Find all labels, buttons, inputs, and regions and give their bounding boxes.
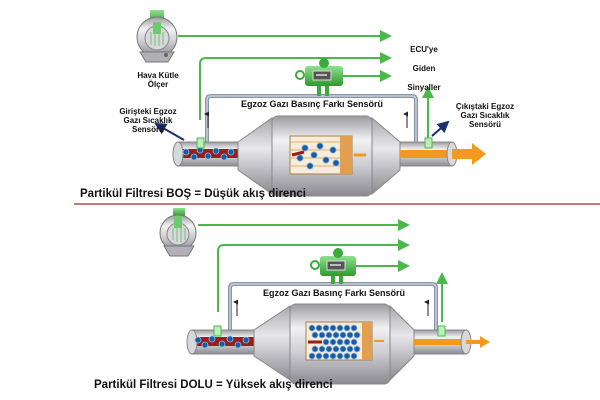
top-diagram xyxy=(136,10,486,197)
dp-sensor-label-top: Egzoz Gazı Basınç Farkı Sensörü xyxy=(240,99,384,109)
signal-lines xyxy=(178,30,434,138)
maf-label-line1: Hava Kütle xyxy=(137,71,179,80)
outlet-pipe-bottom xyxy=(413,325,490,355)
caption-full-filter: Partikül Filtresi DOLU = Yüksek akış dir… xyxy=(94,379,333,391)
caption-empty-filter: Partikül Filtresi BOŞ = Düşük akış diren… xyxy=(80,188,306,200)
dpf-body-empty xyxy=(237,115,401,197)
dp-sensor-icon-bottom xyxy=(310,248,356,284)
inlet-label-line3: Sensörü xyxy=(131,125,164,135)
inlet-pipe xyxy=(172,137,239,167)
inlet-label-pointer xyxy=(154,123,185,141)
dpf-body-full xyxy=(253,303,415,385)
exhaust-flow-arrow xyxy=(452,143,486,165)
outlet-label-pointer xyxy=(431,120,450,137)
outlet-pipe xyxy=(399,137,486,167)
inlet-temp-signal-line xyxy=(199,52,392,120)
ecu-signals-label: ECU'ye Giden Sinyaller xyxy=(396,40,452,97)
outlet-temp-sensor xyxy=(424,137,433,149)
exhaust-flow-arrow-small xyxy=(466,336,490,348)
outlet-label-line1: Çıkıştaki Egzoz xyxy=(455,102,515,111)
maf-label: Hava Kütle Ölçer xyxy=(128,71,188,89)
maf-sensor-icon-bottom xyxy=(159,208,197,257)
outlet-temp-sensor-label: Çıkıştaki Egzoz Gazı Sıcaklık Sensörü xyxy=(442,102,528,130)
ecu-label-line2: Giden xyxy=(412,64,436,73)
inlet-temp-sensor xyxy=(196,137,205,149)
maf-label-line2: Ölçer xyxy=(147,80,169,90)
dp-sensor-icon xyxy=(295,58,343,96)
ecu-label-line1: ECU'ye xyxy=(410,45,438,54)
soot-particles-full xyxy=(308,324,361,360)
dp-sensor-label-bottom: Egzoz Gazı Basınç Farkı Sensörü xyxy=(262,288,406,298)
inlet-label-line1: Girişteki Egzoz xyxy=(119,107,177,116)
ecu-label-line3: Sinyaller xyxy=(407,83,441,92)
outlet-label-line2: Gazı Sıcaklık xyxy=(460,111,510,121)
inlet-label-line2: Gazı Sıcaklık xyxy=(123,116,173,126)
inlet-temp-sensor-label: Girişteki Egzoz Gazı Sıcaklık Sensörü xyxy=(110,107,186,135)
outlet-label-line3: Sensörü xyxy=(468,120,501,130)
signal-lines-bottom xyxy=(198,219,448,322)
maf-sensor-icon xyxy=(136,10,178,63)
bottom-diagram xyxy=(159,208,490,385)
inlet-pipe-bottom xyxy=(186,325,255,355)
